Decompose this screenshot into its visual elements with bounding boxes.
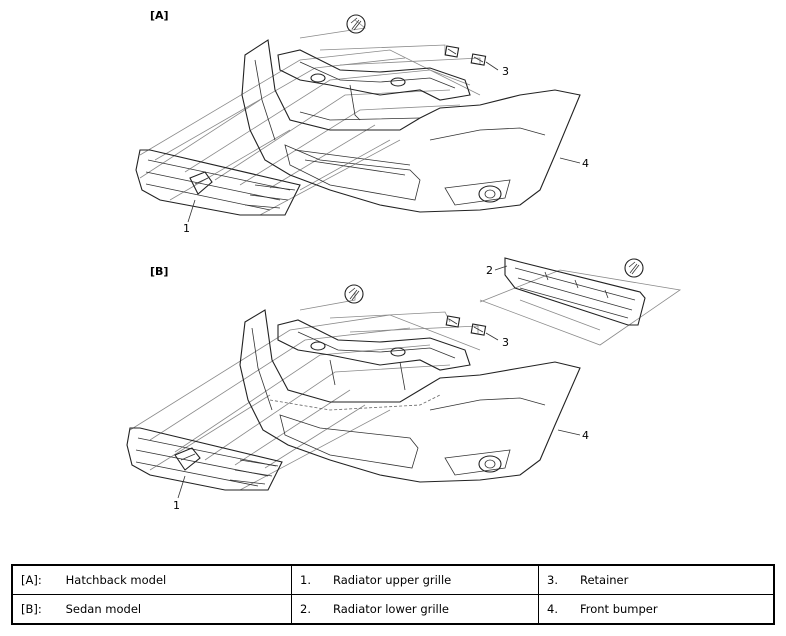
bolt-symbol-b1 (344, 284, 364, 304)
front-grille-a (135, 149, 301, 216)
callout-b-4: 4 (582, 429, 589, 442)
legend-key: 4. (547, 602, 558, 616)
section-b-sedan: [B] (126, 257, 682, 512)
bolt-symbol-b2 (624, 258, 644, 278)
legend-label: Hatchback model (65, 573, 167, 587)
section-b-tag: [B] (150, 265, 168, 278)
section-a-guide-lines (139, 19, 481, 216)
retainer-clips-b (445, 315, 499, 341)
bolt-symbol-icon (346, 14, 366, 34)
legend-key: [A]: (21, 573, 42, 587)
exploded-view-diagram: [A] (126, 9, 682, 512)
legend-label: Sedan model (65, 602, 142, 616)
section-a-tag: [A] (150, 9, 169, 22)
legend-cell: 3. Retainer (538, 564, 775, 595)
front-bumper-b (239, 309, 581, 483)
section-a-callouts: 1 3 4 (183, 65, 589, 235)
legend-key: 3. (547, 573, 558, 587)
upper-grille-b (504, 257, 646, 326)
section-b-callouts: 1 2 3 4 (173, 264, 589, 512)
front-grille-b (126, 427, 283, 491)
upper-frame (277, 49, 471, 121)
parts-legend-table: [A]: Hatchback model 1. Radiator upper g… (11, 564, 775, 625)
legend-cell: 2. Radiator lower grille (291, 594, 539, 625)
callout-b-3: 3 (502, 336, 509, 349)
callout-a-3: 3 (502, 65, 509, 78)
section-a-hatchback: [A] (135, 9, 589, 235)
retainer-clips (444, 45, 499, 71)
legend-row: [B]: Sedan model 2. Radiator lower grill… (11, 594, 775, 625)
upper-frame-b (277, 319, 471, 391)
legend-label: Radiator upper grille (332, 573, 452, 587)
legend-key: 2. (300, 602, 311, 616)
section-b-guide-lines (129, 269, 682, 491)
legend-key: 1. (300, 573, 311, 587)
callout-b-1: 1 (173, 499, 180, 512)
legend-row: [A]: Hatchback model 1. Radiator upper g… (11, 564, 775, 595)
callout-a-4: 4 (582, 157, 589, 170)
legend-label: Front bumper (579, 602, 658, 616)
legend-cell: 4. Front bumper (538, 594, 775, 625)
front-bumper-a (241, 39, 581, 213)
legend-label: Radiator lower grille (332, 602, 450, 616)
callout-a-1: 1 (183, 222, 190, 235)
legend-label: Retainer (579, 573, 629, 587)
legend-key: [B]: (21, 602, 42, 616)
legend-cell: [A]: Hatchback model (11, 564, 292, 595)
legend-cell: 1. Radiator upper grille (291, 564, 539, 595)
callout-b-2: 2 (486, 264, 493, 277)
legend-cell: [B]: Sedan model (11, 594, 292, 625)
